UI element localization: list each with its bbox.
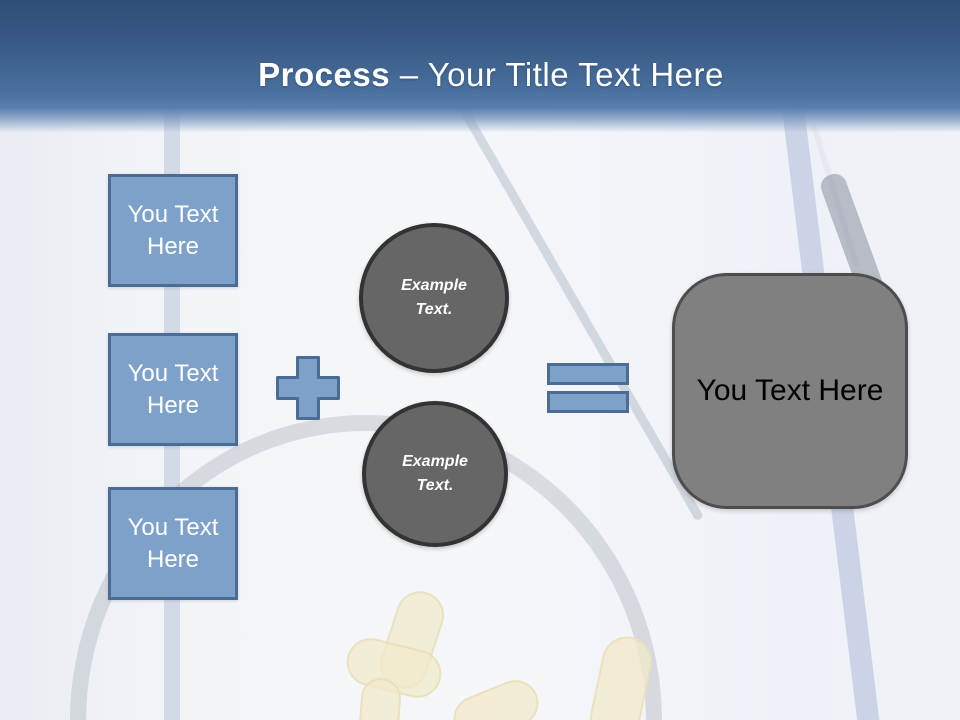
title-separator: – xyxy=(390,56,428,93)
slide-title[interactable]: Process – Your Title Text Here xyxy=(0,56,960,94)
pill-capsule-decoration xyxy=(585,631,657,720)
pill-capsule-decoration xyxy=(341,633,447,703)
title-regular-text: Your Title Text Here xyxy=(427,56,724,93)
example-circle-2-label: Example Text. xyxy=(402,453,468,494)
equals-icon xyxy=(547,363,629,413)
result-box-label: You Text Here xyxy=(696,374,884,407)
process-box-2-label: You Text Here xyxy=(127,359,219,419)
example-circle-1-label: Example Text. xyxy=(401,277,467,318)
example-circle-2[interactable]: Example Text. xyxy=(362,401,508,547)
result-box[interactable]: You Text Here xyxy=(672,273,908,509)
title-header-band xyxy=(0,0,960,134)
process-box-3[interactable]: You Text Here xyxy=(108,487,238,600)
pill-capsule-decoration xyxy=(373,585,451,695)
process-box-2[interactable]: You Text Here xyxy=(108,333,238,446)
plus-icon xyxy=(276,356,340,420)
example-circle-1[interactable]: Example Text. xyxy=(359,223,509,373)
title-bold-text: Process xyxy=(258,56,391,93)
process-box-3-label: You Text Here xyxy=(127,513,219,573)
pill-capsule-decoration xyxy=(357,676,403,720)
stethoscope-earpiece-highlight-decoration xyxy=(810,122,860,268)
process-box-1[interactable]: You Text Here xyxy=(108,174,238,287)
pill-capsule-decoration xyxy=(446,673,546,720)
process-box-1-label: You Text Here xyxy=(127,200,219,260)
